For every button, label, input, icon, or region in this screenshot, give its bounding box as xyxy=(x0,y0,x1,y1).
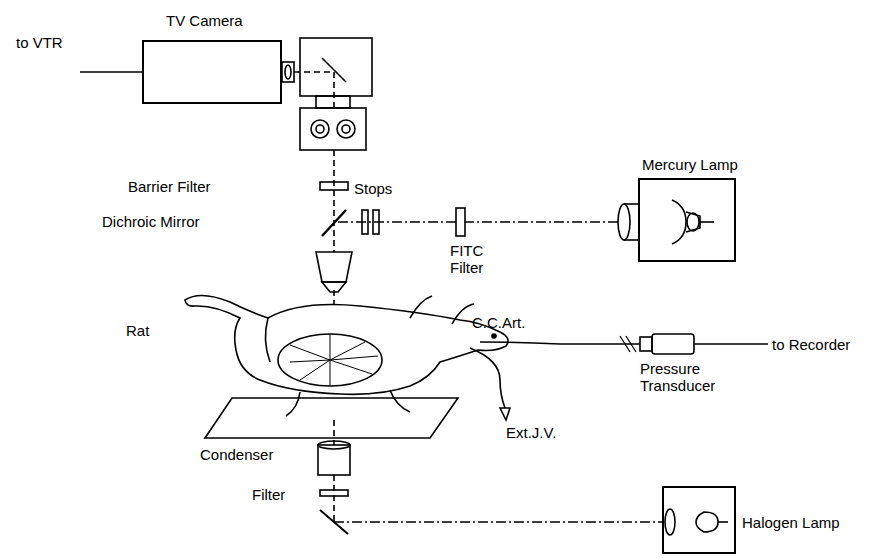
part-label: Filter xyxy=(252,486,285,503)
pressure-transducer xyxy=(652,334,694,354)
jugular-catheter xyxy=(470,348,505,408)
camera-adapter xyxy=(300,38,372,96)
cable xyxy=(694,343,768,345)
objective-lens xyxy=(322,282,346,292)
part-label: Rat xyxy=(126,322,149,339)
part-label: Pressure Transducer xyxy=(640,360,730,394)
lens xyxy=(618,204,630,240)
part-label: FITC Filter xyxy=(450,242,500,276)
syringe-tip xyxy=(500,408,510,420)
binocular-head xyxy=(300,108,366,150)
eyepiece xyxy=(342,125,350,133)
carotid-catheter xyxy=(480,342,640,344)
stopcock xyxy=(620,336,636,352)
equipment-label: Mercury Lamp xyxy=(642,156,738,173)
lamp-reflector xyxy=(672,200,686,244)
part-label: to VTR xyxy=(16,34,63,51)
equipment-label: Halogen Lamp xyxy=(742,514,840,531)
cable xyxy=(80,71,142,73)
mesenteric-vessel xyxy=(290,334,378,386)
eyepiece xyxy=(316,125,324,133)
part-label: to Recorder xyxy=(772,336,850,353)
microscope-stage xyxy=(205,398,458,438)
light-path xyxy=(333,72,335,108)
lens xyxy=(665,509,675,535)
condenser xyxy=(318,441,350,449)
lamp-electrode xyxy=(700,221,714,223)
eyepiece xyxy=(311,120,329,138)
light-path xyxy=(334,521,662,523)
equipment-box: TV Camera xyxy=(142,40,282,104)
camera-lens xyxy=(285,65,291,79)
part-label: Barrier Filter xyxy=(128,178,211,195)
barrier-filter xyxy=(320,182,348,190)
rat-leg xyxy=(265,318,270,362)
light-path xyxy=(333,150,335,252)
part-label: Stops xyxy=(354,180,392,197)
beam-splitter xyxy=(322,58,346,82)
lamp-electrode xyxy=(718,521,728,523)
rat-leg xyxy=(410,296,432,318)
equipment-box: Mercury Lamp xyxy=(638,178,736,262)
pressure-transducer xyxy=(640,337,652,351)
light-path xyxy=(294,71,334,73)
lamp-bulb xyxy=(686,212,700,232)
tube xyxy=(316,96,350,108)
part-label: Dichroic Mirror xyxy=(102,213,200,230)
part-label: Ext.J.V. xyxy=(506,424,556,441)
fitc-filter xyxy=(456,208,465,236)
mesentery xyxy=(278,334,382,386)
lamp-housing xyxy=(624,203,638,205)
dichroic-mirror xyxy=(322,210,346,236)
rat-leg xyxy=(452,304,474,324)
lamp-housing xyxy=(624,239,638,241)
rat-body xyxy=(185,295,508,394)
lamp-bulb xyxy=(687,213,699,231)
part-label: C.C.Art. xyxy=(472,314,525,331)
filter xyxy=(320,490,348,496)
equipment-box: Halogen Lamp xyxy=(662,486,736,554)
rat-eye xyxy=(492,334,496,338)
camera-lens xyxy=(282,62,294,82)
halogen-bulb xyxy=(696,512,718,532)
light-path xyxy=(338,221,620,223)
eyepiece xyxy=(337,120,355,138)
objective-lens xyxy=(316,252,352,282)
rat-leg xyxy=(286,392,300,416)
part-label: Condenser xyxy=(200,446,273,463)
rat-leg xyxy=(390,390,410,412)
equipment-label: TV Camera xyxy=(166,12,243,29)
light-path xyxy=(333,475,335,522)
